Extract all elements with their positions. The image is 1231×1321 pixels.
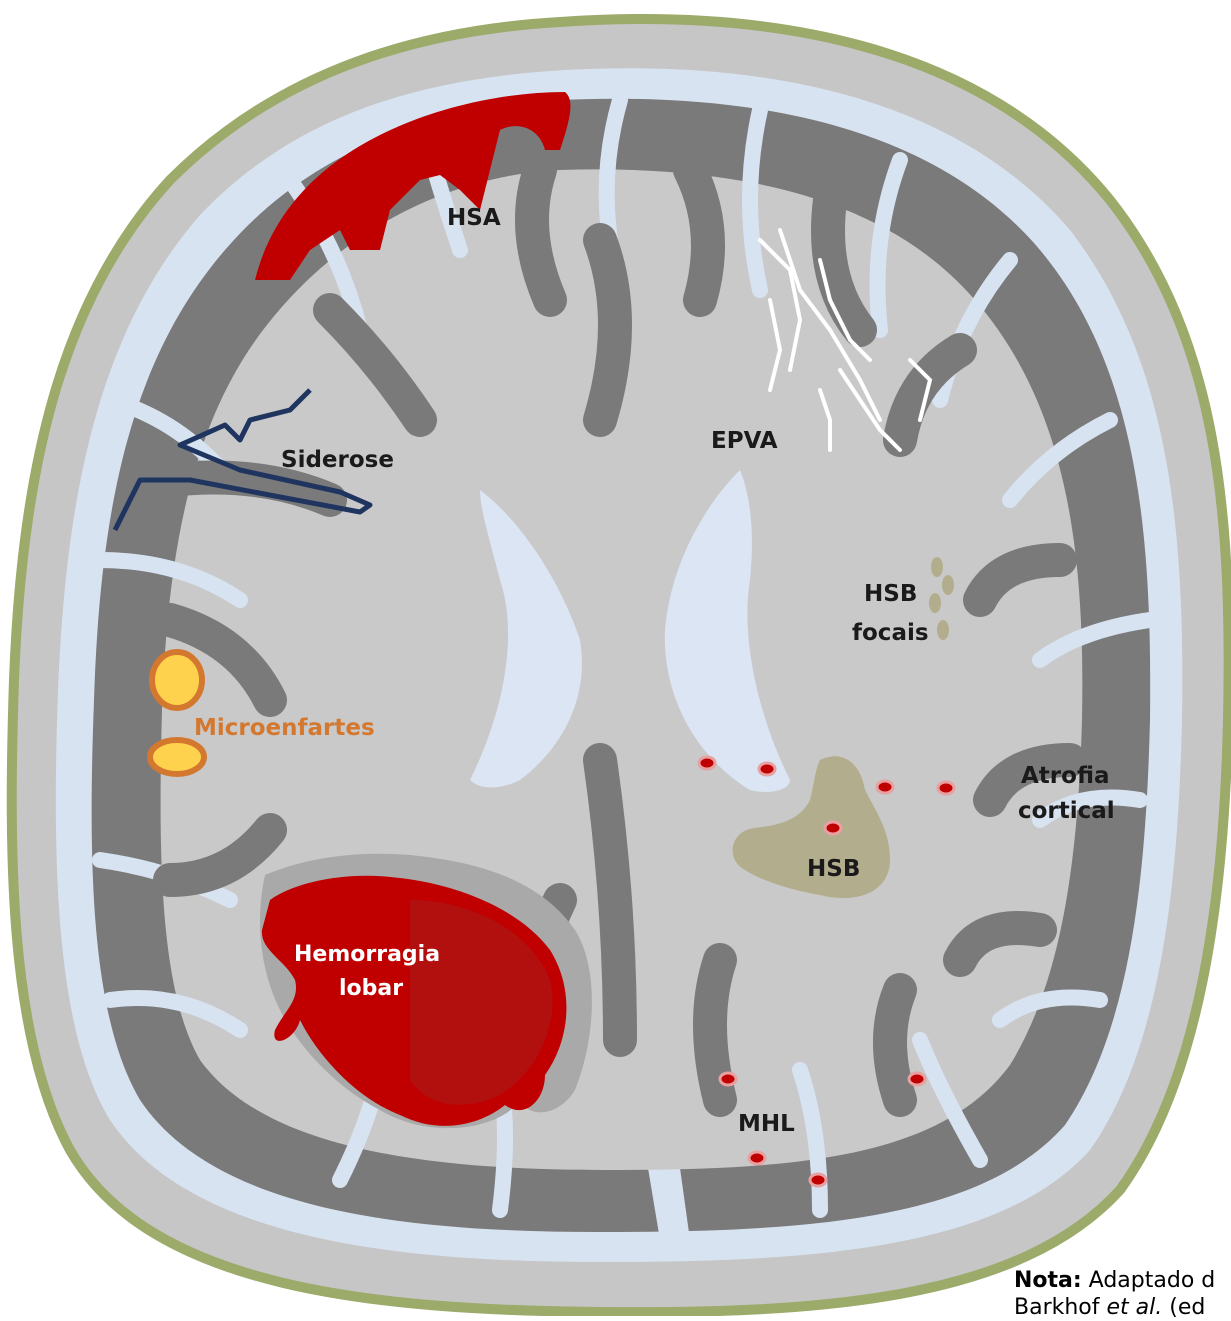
note-line1: Adaptado d xyxy=(1082,1268,1216,1293)
label-hemorragia-2: lobar xyxy=(339,976,403,1001)
label-atrofia-1: Atrofia xyxy=(1021,763,1110,789)
label-hsa: HSA xyxy=(447,205,501,231)
label-microenfartes: Microenfartes xyxy=(194,715,375,741)
label-hsb: HSB xyxy=(807,856,860,882)
label-mhl: MHL xyxy=(738,1111,795,1137)
label-hemorragia-1: Hemorragia xyxy=(294,942,440,967)
note-bold: Nota: xyxy=(1014,1268,1082,1293)
source-note: Nota: Adaptado d Barkhof et al. (ed xyxy=(1014,1267,1215,1321)
label-atrofia-2: cortical xyxy=(1018,798,1115,824)
label-siderose: Siderose xyxy=(281,447,394,473)
note-line2-b: (ed xyxy=(1162,1295,1205,1320)
note-line2-italic: et al. xyxy=(1107,1295,1163,1320)
label-epva: EPVA xyxy=(711,428,778,454)
note-line2-a: Barkhof xyxy=(1014,1295,1107,1320)
label-hsb-focais-1: HSB xyxy=(864,581,917,607)
label-hsb-focais-2: focais xyxy=(852,620,929,646)
